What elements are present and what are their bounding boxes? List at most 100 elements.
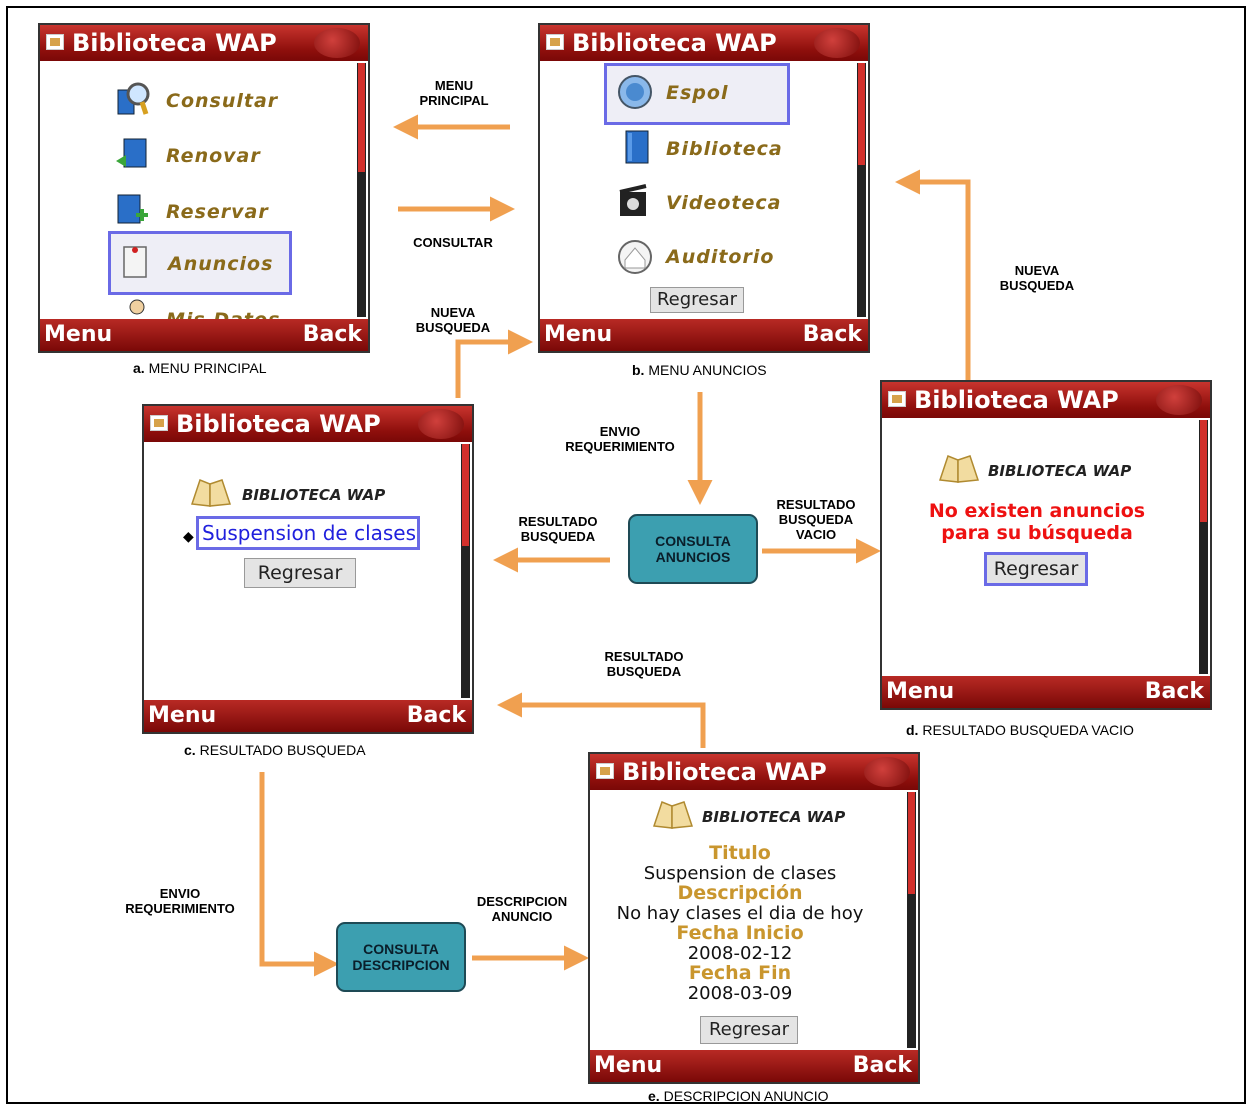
edge-label-envio-requerimiento-b: ENVIO REQUERIMIENTO [565, 424, 675, 454]
regresar-button[interactable]: Regresar [244, 558, 356, 588]
edge-label-consultar: CONSULTAR [413, 235, 493, 250]
field-label-fecha-fin: Fecha Fin [688, 962, 792, 984]
title-bar: Biblioteca WAP [144, 406, 472, 442]
regresar-button[interactable]: Regresar [984, 552, 1088, 586]
status-orb-icon [1156, 385, 1202, 415]
brand-text: BIBLIOTECA WAP [988, 462, 1132, 480]
menu-item-consultar[interactable]: Consultar [40, 76, 354, 126]
app-logo-icon [888, 391, 906, 407]
menu-item-label: Consultar [166, 90, 279, 112]
notice-icon [123, 246, 147, 278]
field-value-fecha-inicio: 2008-02-12 [687, 943, 793, 964]
caption-e: e. DESCRIPCION ANUNCIO [648, 1088, 829, 1104]
empty-result-message: No existen anuncios para su búsqueda [928, 500, 1146, 544]
screen-descripcion-anuncio: Biblioteca WAP BIBLIOTECA WAP Titulo Sus… [588, 752, 920, 1084]
app-logo-icon [596, 763, 614, 779]
menu-item-label: Videoteca [666, 192, 782, 214]
status-orb-icon [314, 28, 360, 58]
menu-item-biblioteca[interactable]: Biblioteca [540, 124, 854, 174]
edge-label-envio-requerimiento-c: ENVIO REQUERIMIENTO [125, 886, 235, 916]
process-consulta-anuncios: CONSULTA ANUNCIOS [628, 514, 758, 584]
arrow-e-to-c [497, 692, 706, 748]
menu-item-label: Renovar [166, 145, 261, 167]
menu-item-videoteca[interactable]: Videoteca [540, 178, 854, 228]
screen-content: BIBLIOTECA WAP Titulo Suspension de clas… [590, 790, 904, 1050]
status-orb-icon [864, 757, 910, 787]
espol-seal-icon [618, 75, 652, 109]
screen-content: BIBLIOTECA WAP ◆ Suspension de clases Re… [144, 442, 458, 700]
softkey-bar: Menu Back [540, 319, 868, 351]
back-softkey[interactable]: Back [406, 703, 466, 728]
app-logo-icon [546, 34, 564, 50]
screen-resultado-busqueda: Biblioteca WAP BIBLIOTECA WAP ◆ Suspensi… [142, 404, 474, 734]
menu-item-auditorio[interactable]: Auditorio [540, 232, 854, 282]
edge-label-resultado-busqueda-vacio: RESULTADO BUSQUEDA VACIO [776, 497, 856, 542]
result-link[interactable]: Suspension de clases [202, 521, 417, 545]
caption-a: a. MENU PRINCIPAL [133, 360, 267, 376]
screen-content: Espol Biblioteca Videoteca Auditorio R [540, 61, 854, 319]
reserve-book-icon [117, 194, 148, 224]
menu-item-label: Auditorio [666, 246, 775, 268]
edge-label-descripcion-anuncio: DESCRIPCION ANUNCIO [476, 894, 568, 924]
menu-softkey[interactable]: Menu [544, 322, 613, 347]
edge-label-menu-principal: MENU PRINCIPAL [419, 78, 489, 108]
caption-b: b. MENU ANUNCIOS [632, 362, 767, 378]
title-bar: Biblioteca WAP [590, 754, 918, 790]
regresar-button[interactable]: Regresar [700, 1016, 798, 1044]
arrow-c-to-b [455, 329, 533, 398]
figure-frame [6, 6, 1246, 1104]
menu-item-anuncios[interactable]: Anuncios [40, 237, 354, 287]
screen-content: Consultar Renovar Reservar Anuncios [40, 61, 354, 331]
field-label-descripcion: Descripción [677, 882, 803, 904]
screen-menu-principal: Biblioteca WAP Consultar Renovar [38, 23, 370, 353]
menu-softkey[interactable]: Menu [886, 679, 955, 704]
caption-c: c. RESULTADO BUSQUEDA [184, 742, 366, 758]
caption-d: d. RESULTADO BUSQUEDA VACIO [906, 722, 1134, 738]
menu-softkey[interactable]: Menu [44, 322, 113, 347]
app-title: Biblioteca WAP [572, 29, 777, 57]
brand-text: BIBLIOTECA WAP [242, 486, 386, 504]
app-logo-icon [46, 34, 64, 50]
edge-label-nueva-busqueda-d: NUEVA BUSQUEDA [999, 263, 1075, 293]
menu-item-renovar[interactable]: Renovar [40, 131, 354, 181]
softkey-bar: Menu Back [40, 319, 368, 351]
field-label-fecha-inicio: Fecha Inicio [676, 922, 804, 944]
scrollbar[interactable] [461, 444, 470, 698]
edge-label-resultado-busqueda-e: RESULTADO BUSQUEDA [604, 649, 684, 679]
book-icon [625, 130, 649, 164]
arrow-d-to-b [895, 169, 971, 380]
menu-softkey[interactable]: Menu [148, 703, 217, 728]
regresar-button[interactable]: Regresar [650, 287, 744, 313]
title-bar: Biblioteca WAP [882, 382, 1210, 418]
edge-label-nueva-busqueda-c: NUEVA BUSQUEDA [415, 305, 491, 335]
menu-item-label: Anuncios [168, 253, 274, 275]
title-bar: Biblioteca WAP [40, 25, 368, 61]
selected-highlight [196, 516, 420, 550]
app-title: Biblioteca WAP [72, 29, 277, 57]
scrollbar[interactable] [857, 63, 866, 317]
app-title: Biblioteca WAP [914, 386, 1119, 414]
back-softkey[interactable]: Back [1144, 679, 1204, 704]
renew-book-icon [116, 138, 147, 168]
menu-item-reservar[interactable]: Reservar [40, 185, 354, 235]
screen-resultado-busqueda-vacio: Biblioteca WAP BIBLIOTECA WAP No existen… [880, 380, 1212, 710]
scrollbar[interactable] [907, 792, 916, 1048]
app-title: Biblioteca WAP [176, 410, 381, 438]
scrollbar[interactable] [357, 63, 366, 317]
screen-content: BIBLIOTECA WAP No existen anuncios para … [882, 418, 1196, 676]
field-value-fecha-fin: 2008-03-09 [687, 983, 793, 1004]
biblioteca-logo-icon [190, 479, 232, 507]
back-softkey[interactable]: Back [852, 1053, 912, 1078]
scrollbar[interactable] [1199, 420, 1208, 674]
user-icon [129, 299, 145, 315]
menu-item-espol[interactable]: Espol [540, 69, 854, 119]
status-orb-icon [814, 28, 860, 58]
arrow-c-to-descripcion [259, 772, 339, 977]
back-softkey[interactable]: Back [302, 322, 362, 347]
back-softkey[interactable]: Back [802, 322, 862, 347]
edge-label-resultado-busqueda-c: RESULTADO BUSQUEDA [518, 514, 598, 544]
app-title: Biblioteca WAP [622, 758, 827, 786]
menu-item-label: Reservar [166, 201, 269, 223]
menu-softkey[interactable]: Menu [594, 1053, 663, 1078]
